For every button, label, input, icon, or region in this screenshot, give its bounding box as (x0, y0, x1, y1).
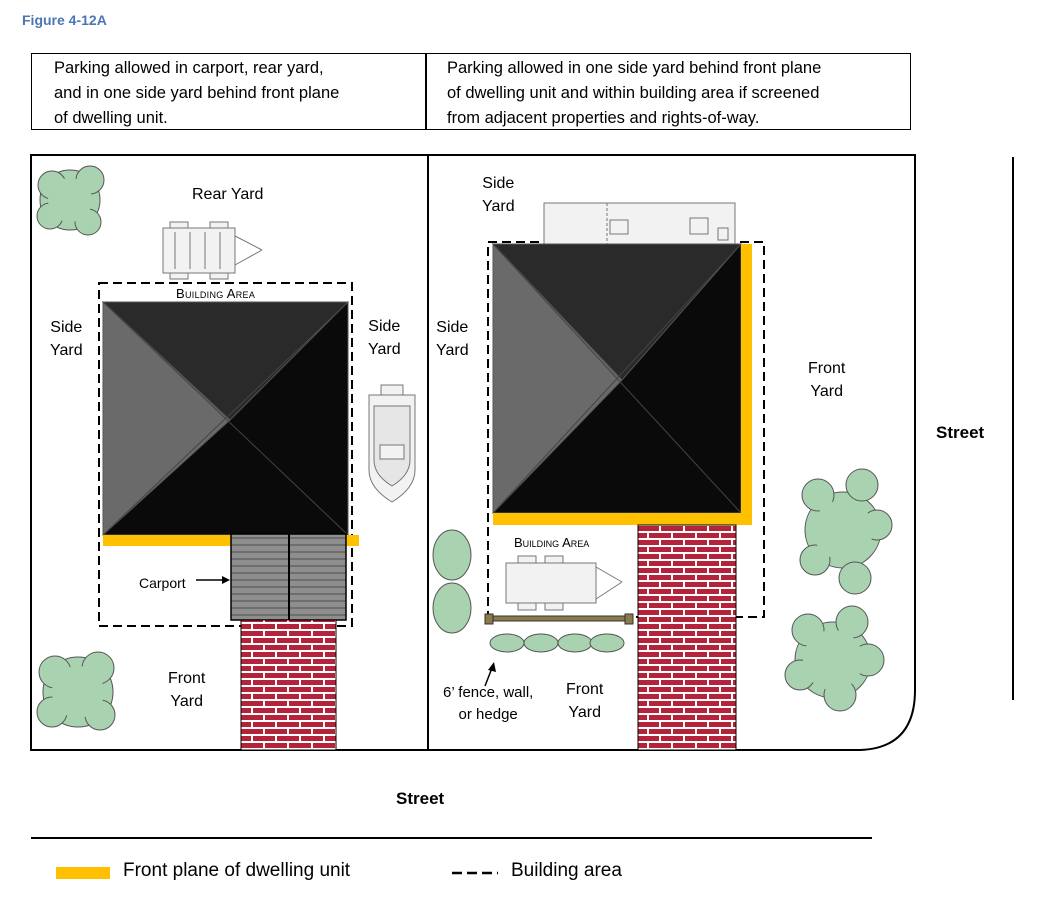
driveway-brick (637, 524, 737, 751)
tree-icon (784, 605, 885, 712)
rear-yard-label: Rear Yard (192, 186, 264, 203)
description-right-line: from adjacent properties and rights-of-w… (447, 109, 760, 127)
carport-label: Carport (139, 575, 186, 591)
description-divider (425, 53, 427, 130)
description-right: Parking allowed in one side yard behind … (447, 56, 907, 131)
fence-arrow (484, 667, 493, 687)
boat-icon (368, 384, 416, 503)
hedge-icon (489, 633, 625, 653)
figure-title: Figure 4-12A (22, 12, 107, 28)
description-left: Parking allowed in carport, rear yard, a… (54, 56, 414, 131)
street-label-right: Street (936, 423, 985, 442)
street-label-bottom: Street (396, 789, 445, 808)
lot-outline (30, 154, 916, 751)
carport (230, 533, 347, 621)
legend-front-plane-label: Front plane of dwelling unit (123, 860, 351, 881)
house-roof (101, 300, 350, 537)
trailer-icon (162, 221, 263, 280)
building-area-label: Building Area (176, 286, 256, 301)
legend-building-area-label: Building area (511, 860, 622, 881)
description-left-line: and in one side yard behind front plane (54, 84, 340, 102)
fence-label: 6’ fence, wall,or hedge (443, 684, 534, 723)
description-left-line: of dwelling unit. (54, 109, 168, 127)
carport-arrow-head (222, 576, 230, 584)
description-left-line: Parking allowed in carport, rear yard, (54, 59, 324, 77)
building-area-label: Building Area (514, 535, 590, 550)
description-right-line: Parking allowed in one side yard behind … (447, 59, 822, 77)
driveway-brick (240, 619, 337, 751)
building-area-outline (98, 282, 353, 627)
trailer-icon (505, 555, 623, 611)
house-roof (491, 242, 743, 515)
legend-front-plane-swatch (56, 867, 110, 879)
tree-icon (36, 651, 116, 731)
description-table (31, 53, 911, 130)
description-right-line: of dwelling unit and within building are… (447, 84, 820, 102)
tree-icon (799, 468, 893, 595)
front-plane-line (493, 513, 752, 525)
fence (484, 613, 634, 625)
front-plane-line (741, 244, 752, 525)
fence-arrow-head (488, 662, 496, 672)
tree-icon (36, 165, 105, 236)
tree-icon (432, 529, 472, 634)
